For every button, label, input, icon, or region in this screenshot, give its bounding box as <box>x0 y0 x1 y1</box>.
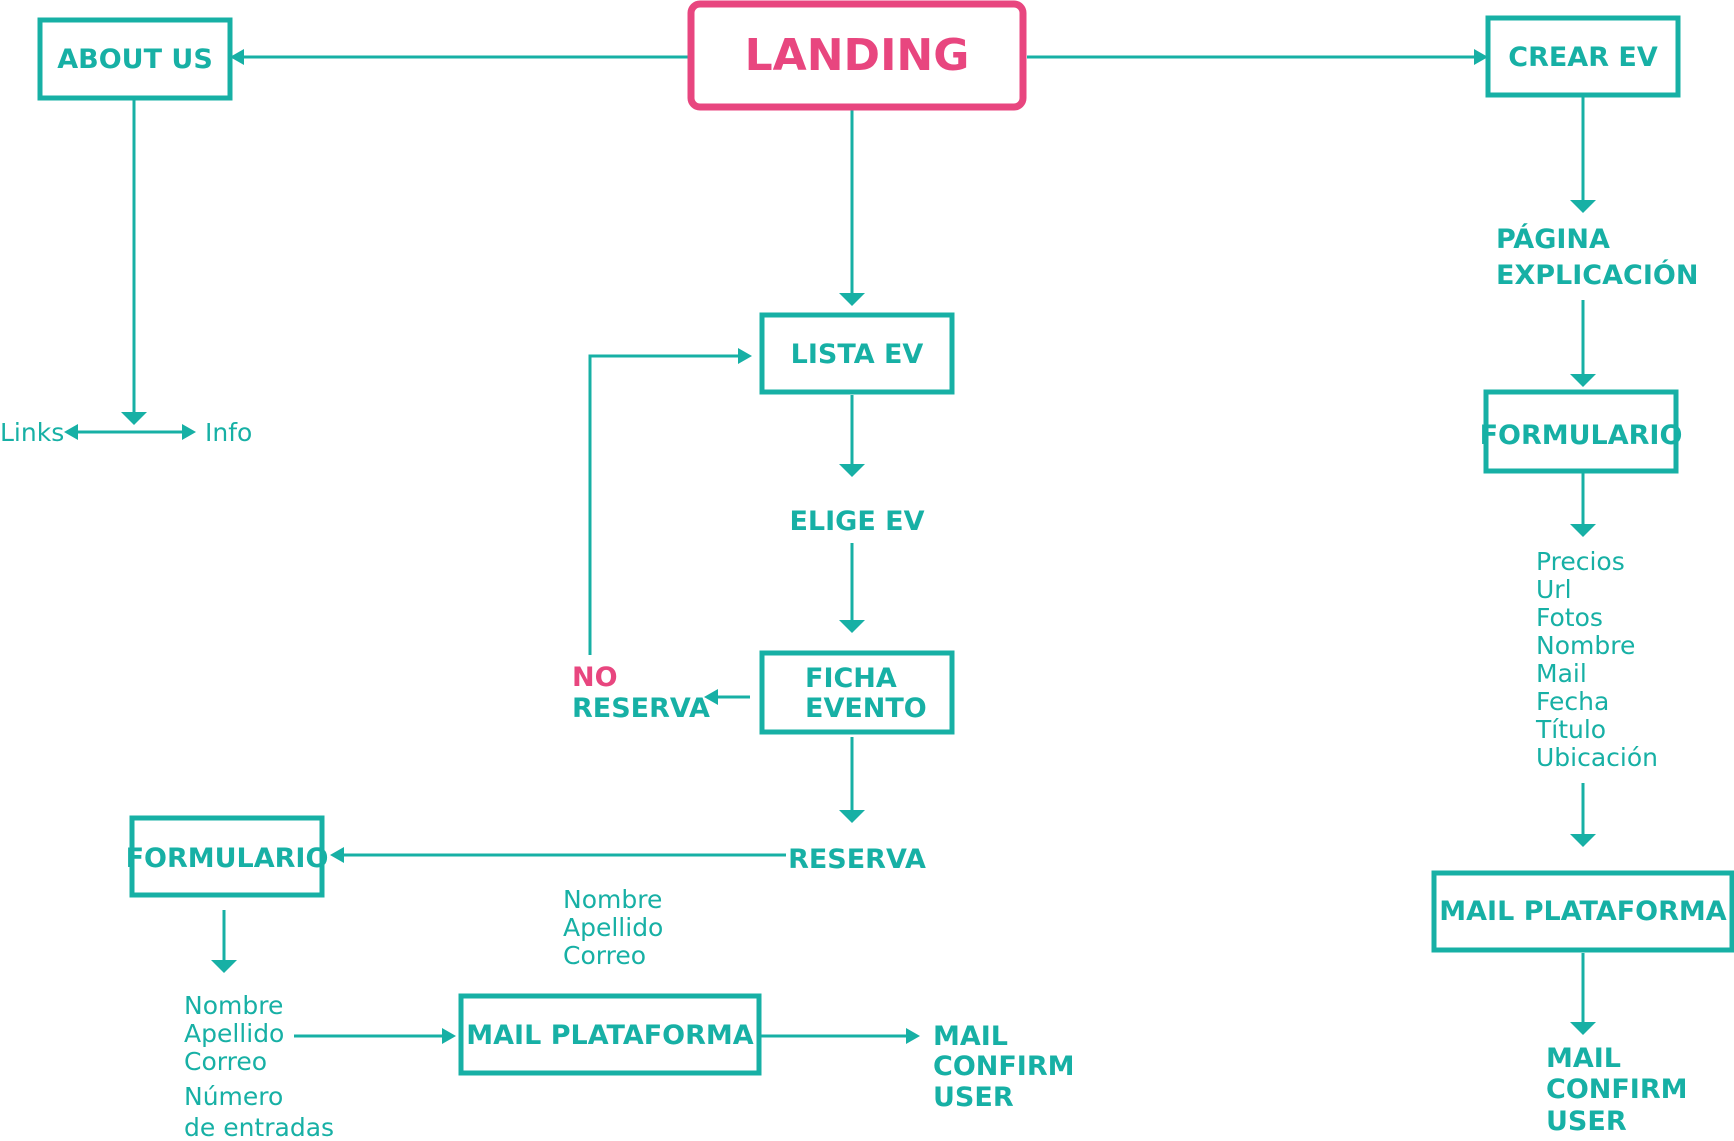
links-label: Links <box>0 418 64 447</box>
elige-ev-label: ELIGE EV <box>789 506 924 537</box>
formulario-right-label: FORMULARIO <box>1480 420 1683 451</box>
form-field-right: Mail <box>1536 659 1587 688</box>
mail-confirm-right-line1: MAIL <box>1546 1043 1621 1074</box>
form-field-right: Nombre <box>1536 631 1635 660</box>
lista-ev-box[interactable] <box>759 312 955 395</box>
reserva-field: Correo <box>563 941 646 970</box>
mail-confirm-left-line1: MAIL <box>933 1021 1008 1052</box>
ficha-evento-box[interactable] <box>759 650 955 735</box>
ficha-label-line2: EVENTO <box>805 693 927 724</box>
ficha-label-line1: FICHA <box>805 663 897 694</box>
form-field-left: de entradas <box>184 1113 334 1141</box>
about-us-box[interactable] <box>37 17 233 101</box>
arrowhead-about <box>230 49 244 65</box>
form-field-right: Título <box>1535 715 1606 744</box>
arrowhead-confirm-right <box>1570 1022 1596 1035</box>
mail-plataforma-left-box[interactable] <box>458 993 762 1076</box>
landing-label: LANDING <box>745 30 970 81</box>
form-field-left: Apellido <box>184 1019 284 1048</box>
arrowhead-lista <box>839 293 865 306</box>
landing-box[interactable] <box>687 0 1027 111</box>
form-field-left: Número <box>184 1082 283 1111</box>
form-field-right: Fotos <box>1536 603 1603 632</box>
mail-confirm-right-line3: USER <box>1546 1106 1627 1137</box>
arrowhead-links <box>64 424 78 440</box>
arrowhead-formulario-right <box>1570 374 1596 387</box>
reserva-field: Nombre <box>563 885 662 914</box>
arrowhead-about-down <box>121 412 147 425</box>
mail-confirm-left-line3: USER <box>933 1082 1014 1113</box>
mail-confirm-left-line2: CONFIRM <box>933 1051 1075 1082</box>
form-field-left: Correo <box>184 1047 267 1076</box>
arrowhead-noreserva <box>704 689 718 705</box>
arrowhead-formulario-left <box>330 847 344 863</box>
arrowhead-mail-right <box>1570 834 1596 847</box>
mail-plataforma-right-box[interactable] <box>1431 870 1734 953</box>
no-label: NO <box>572 662 618 693</box>
crear-ev-box[interactable] <box>1485 15 1681 98</box>
pagina-label-line1: PÁGINA <box>1496 223 1610 255</box>
formulario-left-label: FORMULARIO <box>126 843 329 874</box>
pagina-label-line2: EXPLICACIÓN <box>1496 259 1698 291</box>
arrowhead-crear <box>1474 49 1488 65</box>
mail-confirm-right-line2: CONFIRM <box>1546 1074 1688 1105</box>
arrowhead-fields-left <box>211 960 237 973</box>
arrowhead-ficha <box>839 620 865 633</box>
arrowhead-confirm-left <box>906 1028 920 1044</box>
form-field-right: Precios <box>1536 547 1625 576</box>
reserva-field: Apellido <box>563 913 663 942</box>
arrowhead-info <box>182 424 196 440</box>
form-field-left: Nombre <box>184 991 283 1020</box>
no-reserva-label: RESERVA <box>572 693 710 724</box>
form-field-right: Url <box>1536 575 1572 604</box>
mail-plataforma-left-label: MAIL PLATAFORMA <box>466 1020 753 1051</box>
mail-plataforma-right-label: MAIL PLATAFORMA <box>1439 896 1726 927</box>
connector-loop-lista <box>588 354 742 655</box>
arrowhead-reserva <box>839 810 865 823</box>
form-field-right: Fecha <box>1536 687 1609 716</box>
form-field-right: Ubicación <box>1536 743 1658 772</box>
reserva-label: RESERVA <box>788 844 926 875</box>
arrowhead-pagina <box>1570 200 1596 213</box>
arrowhead-mail-left <box>442 1028 456 1044</box>
about-us-label: ABOUT US <box>57 44 213 75</box>
formulario-left-box[interactable] <box>129 815 325 898</box>
arrowhead-elige <box>839 464 865 477</box>
formulario-right-box[interactable] <box>1483 389 1679 474</box>
arrowhead-fields-right <box>1570 524 1596 537</box>
arrowhead-loop <box>738 348 752 364</box>
lista-ev-label: LISTA EV <box>791 339 924 370</box>
crear-ev-label: CREAR EV <box>1508 42 1658 73</box>
info-label: Info <box>205 418 252 447</box>
